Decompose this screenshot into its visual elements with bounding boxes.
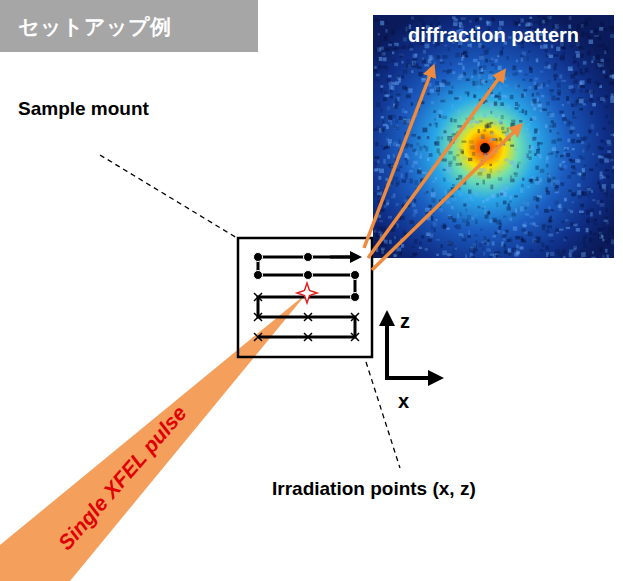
scan-path [258,257,355,337]
beam-label: Single XFEL pulse [53,401,191,555]
scan-arrow [330,256,356,259]
scattered-ray [364,70,432,248]
section-banner: セットアップ例 [0,0,258,52]
speckle-pattern [373,15,614,258]
axis-label: x [398,390,409,413]
sample-mount [238,238,372,357]
section-title: セットアップ例 [18,13,258,41]
z-axis [385,318,389,378]
diffraction-image: diffraction pattern [373,15,614,258]
scattered-ray [372,128,518,270]
leader-line [100,155,237,238]
image-title: diffraction pattern [373,24,614,47]
scattered-ray [368,74,502,258]
part-label: Sample mount [18,98,149,120]
axis-label: z [400,310,410,333]
part-label: Irradiation points (x, z) [272,478,476,500]
x-axis [385,376,436,380]
current-point [297,283,317,303]
